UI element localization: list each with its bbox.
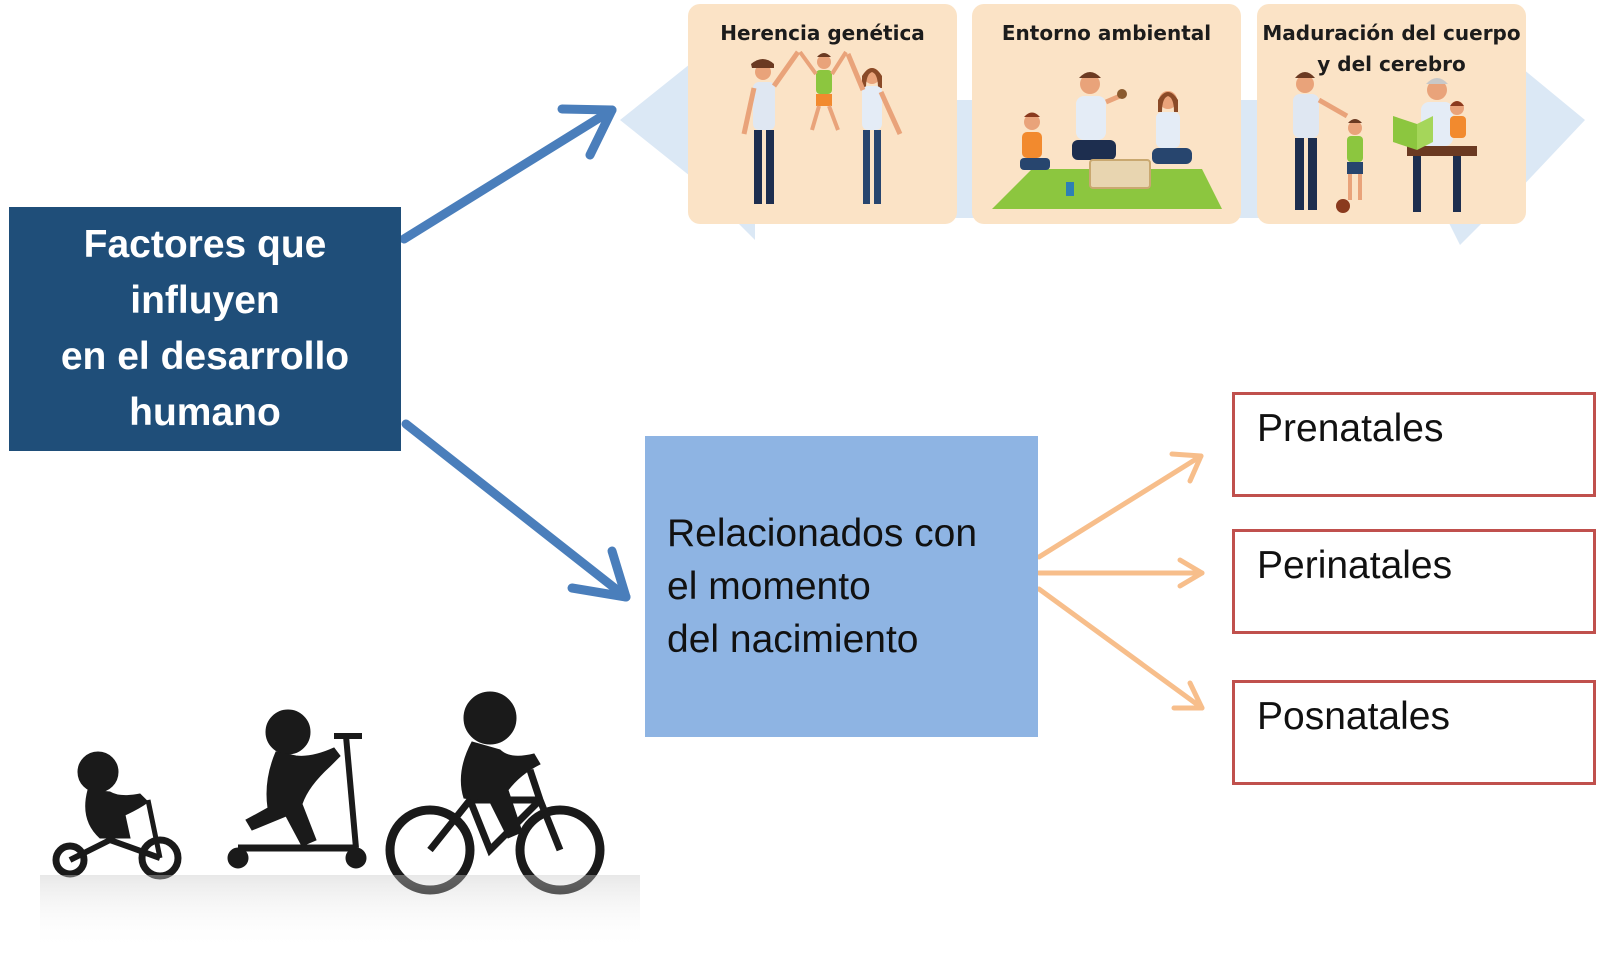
picnic-illustration [992,72,1222,209]
orange-arrow-icon [1036,451,1205,711]
card-title-line: Maduración del cuerpo [1262,21,1521,45]
children-silhouette-illustration [40,691,640,950]
main-topic-line: influyen [130,279,280,322]
stage-label: Posnatales [1257,695,1450,738]
birth-factors-line: el momento [667,565,871,608]
main-topic-box: Factores que influyen en el desarrollo h… [9,207,401,451]
card-title-line: Herencia genética [720,21,925,45]
main-topic-line: en el desarrollo [60,335,350,378]
main-topic-line: Factores que [83,223,327,266]
factor-card-maturation: Maduración del cuerpo y del cerebro [1257,4,1526,224]
factor-card-title: Entorno ambiental [972,18,1241,49]
card-title-line: Entorno ambiental [1001,21,1212,45]
factor-card-heredity: Herencia genética [688,4,957,224]
card-title-line: y del cerebro [1317,52,1466,76]
birth-factors-line: del nacimiento [667,618,919,661]
blue-arrow-icon [399,104,617,244]
growth-illustration [1293,72,1477,213]
family-illustration [741,50,903,204]
stage-box-perinatal: Perinatales [1232,529,1596,634]
factor-card-title: Maduración del cuerpo y del cerebro [1257,18,1526,80]
stage-box-posnatal: Posnatales [1232,680,1596,785]
factor-card-environment: Entorno ambiental [972,4,1241,224]
stage-box-prenatal: Prenatales [1232,392,1596,497]
blue-arrow-icon [401,419,631,602]
stage-label: Prenatales [1257,407,1444,450]
birth-factors-line: Relacionados con [667,512,978,555]
stage-label: Perinatales [1257,544,1453,587]
birth-factors-box: Relacionados con el momento del nacimien… [645,436,1038,737]
main-topic-line: humano [129,391,281,434]
factor-card-title: Herencia genética [688,18,957,49]
